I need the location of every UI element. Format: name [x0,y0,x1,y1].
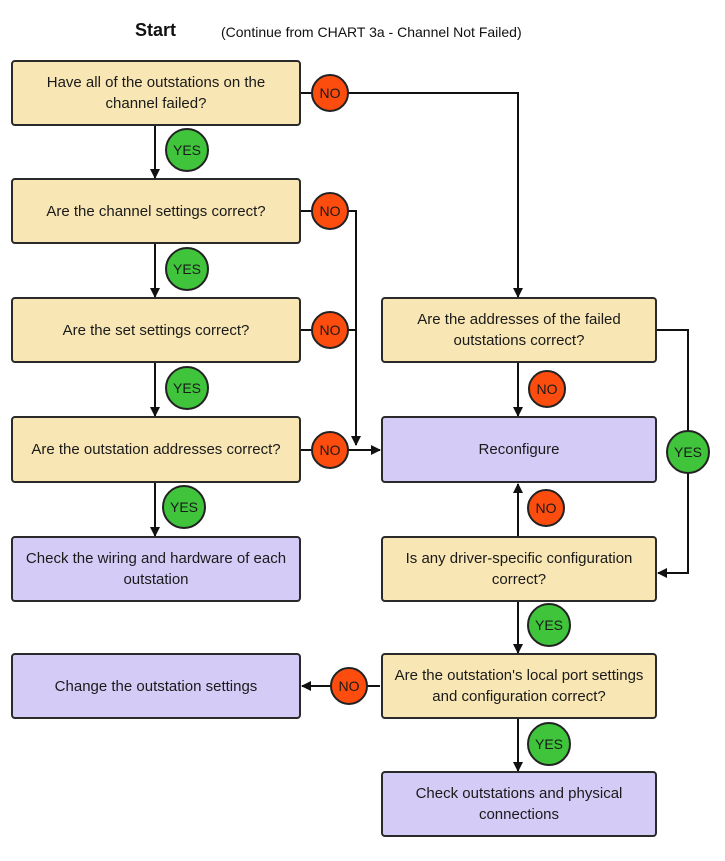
node-outstation-addresses: Are the outstation addresses correct? [11,416,301,483]
no-badge-all-failed: NO [311,74,349,112]
no-badge-outstation-addresses: NO [311,431,349,469]
yes-badge-driver-config: YES [527,603,571,647]
yes-badge-all-failed: YES [165,128,209,172]
node-all-failed: Have all of the outstations on the chann… [11,60,301,126]
no-badge-driver-config: NO [527,489,565,527]
node-check-wiring: Check the wiring and hardware of each ou… [11,536,301,602]
chart-subtitle: (Continue from CHART 3a - Channel Not Fa… [221,24,522,40]
yes-badge-channel-settings: YES [165,247,209,291]
chart-title: Start [135,20,177,40]
node-failed-addresses: Are the addresses of the failed outstati… [381,297,657,363]
node-driver-config: Is any driver-specific configuration cor… [381,536,657,602]
no-badge-local-port: NO [330,667,368,705]
yes-badge-local-port: YES [527,722,571,766]
no-badge-channel-settings: NO [311,192,349,230]
node-local-port: Are the outstation's local port settings… [381,653,657,719]
yes-badge-outstation-addresses: YES [162,485,206,529]
node-check-physical: Check outstations and physical connectio… [381,771,657,837]
node-channel-settings: Are the channel settings correct? [11,178,301,244]
yes-badge-set-settings: YES [165,366,209,410]
yes-badge-failed-addresses: YES [666,430,710,474]
no-badge-failed-addresses: NO [528,370,566,408]
no-badge-set-settings: NO [311,311,349,349]
arrow-all-failed-no [300,92,523,298]
node-reconfigure: Reconfigure [381,416,657,483]
node-set-settings: Are the set settings correct? [11,297,301,363]
node-change-settings: Change the outstation settings [11,653,301,719]
